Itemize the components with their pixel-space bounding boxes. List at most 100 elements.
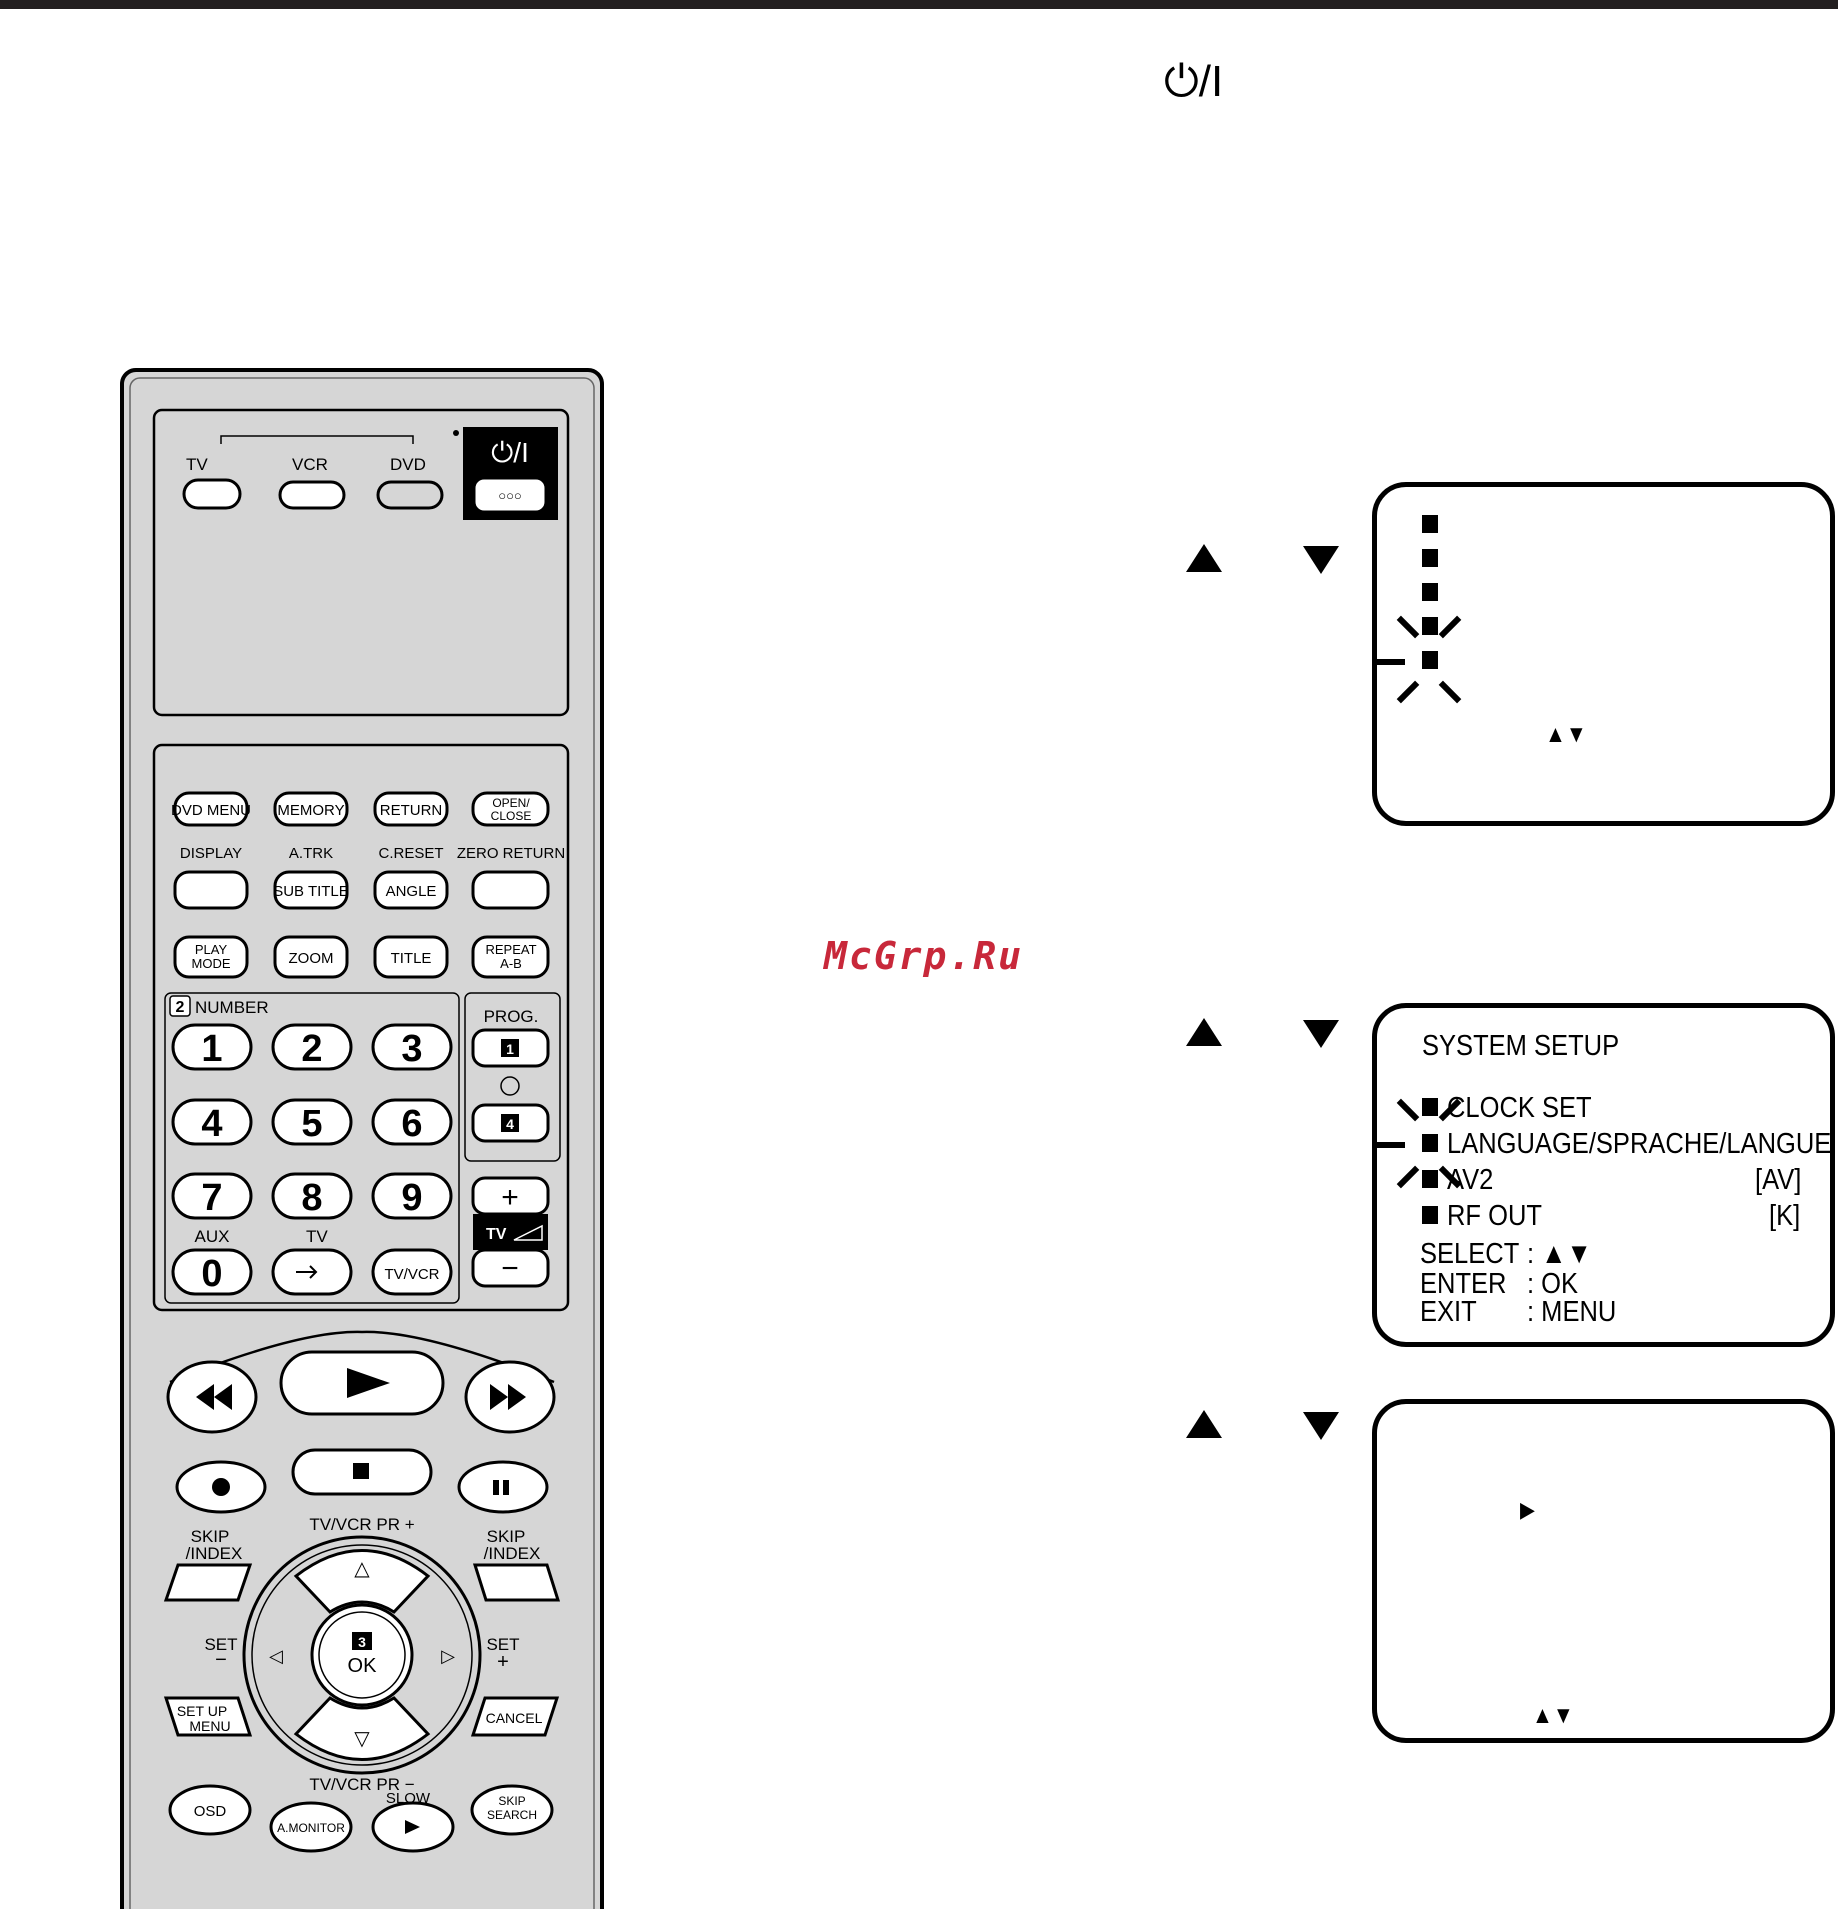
svg-text:2: 2 [301, 1028, 322, 1070]
mode-button-dvd[interactable] [376, 480, 444, 510]
svg-text:5: 5 [301, 1103, 322, 1145]
select-arrows: ▲▼ [1545, 721, 1587, 748]
svg-text:MEMORY: MEMORY [277, 802, 344, 819]
top-rule [0, 0, 1838, 9]
svg-text:A-B: A-B [500, 956, 522, 971]
digit-0-button[interactable] [171, 1248, 253, 1296]
svg-text:9: 9 [401, 1177, 422, 1219]
angle-button[interactable] [373, 870, 449, 910]
step-3-badge: 3 [358, 1634, 366, 1650]
osd-screen-1: ▲▼ [1372, 482, 1835, 826]
timer-icon [500, 1076, 520, 1096]
osd-screen-3: ▶ ▲▼ [1372, 1399, 1835, 1743]
prog-label: PROG. [484, 1007, 539, 1026]
skip-forward-button[interactable] [472, 1563, 561, 1602]
zero-return-button[interactable] [471, 870, 550, 910]
zoom-button[interactable] [273, 935, 349, 979]
input-icon [296, 1265, 318, 1279]
memory-button[interactable] [273, 791, 349, 827]
digit-4-button[interactable] [171, 1098, 253, 1146]
digit-1-button[interactable] [171, 1023, 253, 1071]
menu-bullet [1422, 515, 1438, 533]
menu-bullet [1422, 1206, 1438, 1224]
right-icon: ▷ [441, 1646, 455, 1666]
cancel-button[interactable] [470, 1696, 560, 1737]
repeat-ab-button[interactable] [471, 935, 550, 979]
watermark: McGrp.Ru [824, 934, 1024, 978]
cursor-icon: ▶ [1520, 1497, 1535, 1522]
atrk-label: A.TRK [289, 845, 333, 862]
a-monitor-button[interactable] [269, 1801, 353, 1853]
menu-bullet-selected [1422, 1134, 1438, 1152]
digit-2-button[interactable] [271, 1023, 353, 1071]
menu-bullet [1422, 583, 1438, 601]
slow-icon [405, 1820, 420, 1834]
osd-screen-system-setup: SYSTEM SETUP CLOCK SET LANGUAGE/SPRACHE/… [1372, 1003, 1835, 1347]
svg-text:0: 0 [201, 1253, 222, 1295]
digit-6-button[interactable] [371, 1098, 453, 1146]
digit-7-button[interactable] [171, 1172, 253, 1220]
digit-9-button[interactable] [371, 1172, 453, 1220]
power-symbol-heading: ⏻/I [1164, 57, 1224, 106]
display-button[interactable] [173, 870, 249, 910]
select-label: SELECT [1420, 1238, 1520, 1270]
svg-text:7: 7 [201, 1177, 222, 1219]
svg-text:SEARCH: SEARCH [487, 1808, 537, 1822]
svg-text:MENU: MENU [189, 1718, 230, 1734]
menu-value-rf-out: [K] [1769, 1200, 1801, 1232]
skip-back-button[interactable] [163, 1563, 253, 1602]
creset-label: C.RESET [378, 845, 443, 862]
pr-plus-label: TV/VCR PR + [309, 1515, 414, 1534]
enter-value: : OK [1527, 1268, 1579, 1300]
svg-text:−: − [501, 1252, 519, 1285]
svg-text:A.MONITOR: A.MONITOR [277, 1821, 345, 1835]
digit-3-button[interactable] [371, 1023, 453, 1071]
pause-icon [493, 1480, 499, 1495]
digit-5-button[interactable] [271, 1098, 353, 1146]
svg-text:DVD MENU: DVD MENU [171, 802, 251, 819]
svg-text:1: 1 [506, 1041, 514, 1057]
nav-up-button[interactable] [293, 1549, 431, 1614]
dvd-menu-button[interactable] [173, 791, 249, 827]
return-button[interactable] [373, 791, 449, 827]
svg-text:OSD: OSD [194, 1803, 227, 1820]
tv-input-label: TV [306, 1227, 328, 1246]
svg-text:PLAY: PLAY [195, 942, 228, 957]
ok-button[interactable] [310, 1603, 414, 1707]
up-arrow-icon [1186, 1410, 1222, 1438]
exit-value: : MENU [1527, 1296, 1617, 1328]
svg-text:MODE: MODE [192, 956, 231, 971]
svg-text:ANGLE: ANGLE [386, 883, 437, 900]
svg-text:+: + [497, 1651, 509, 1673]
osd-button[interactable] [168, 1784, 252, 1836]
svg-text:TV/VCR: TV/VCR [384, 1266, 439, 1283]
digit-buttons: 1 2 3 4 5 6 7 8 9 0 [171, 1023, 453, 1296]
screen-title: SYSTEM SETUP [1422, 1030, 1620, 1062]
mode-tv-label: TV [186, 455, 208, 474]
digit-8-button[interactable] [271, 1172, 353, 1220]
svg-text:RETURN: RETURN [380, 802, 443, 819]
mode-switch-tv[interactable] [182, 478, 242, 510]
tv-vcr-button[interactable] [371, 1248, 453, 1296]
mode-dvd-label: DVD [390, 455, 426, 474]
display-label: DISPLAY [180, 845, 242, 862]
left-icon: ◁ [269, 1646, 283, 1666]
subtitle-button[interactable] [273, 870, 349, 910]
open-close-button[interactable] [471, 791, 550, 827]
title-button[interactable] [373, 935, 449, 979]
nav-down-button[interactable] [293, 1696, 431, 1761]
menu-bullet [1422, 1098, 1438, 1116]
record-icon [212, 1478, 230, 1496]
power-button[interactable] [475, 479, 545, 511]
play-mode-button[interactable] [173, 935, 249, 979]
setup-menu-button[interactable] [163, 1696, 253, 1737]
menu-bullet [1422, 1170, 1438, 1188]
volume-down-button[interactable] [471, 1248, 550, 1288]
svg-text:REPEAT: REPEAT [485, 942, 536, 957]
zero-return-label: ZERO RETURN [457, 845, 565, 862]
svg-text:4: 4 [201, 1103, 222, 1145]
mode-button-vcr[interactable] [278, 480, 346, 510]
power-button-label: ⏻/I [491, 437, 529, 468]
skip-search-button[interactable] [470, 1784, 554, 1836]
